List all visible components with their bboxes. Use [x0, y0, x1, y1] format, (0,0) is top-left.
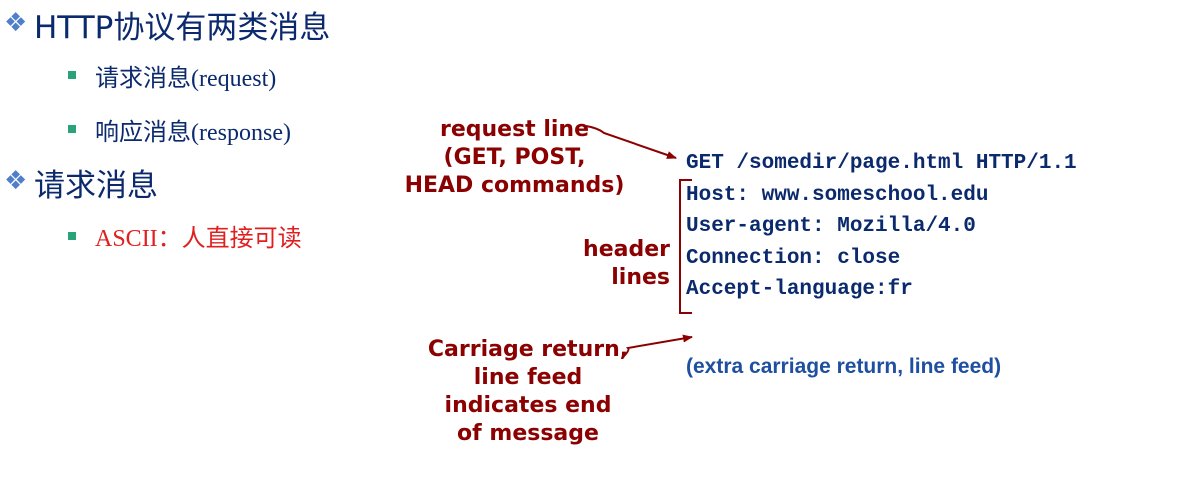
- annotation-request-line: request line (GET, POST, HEAD commands): [392, 116, 637, 200]
- item-request-message: 请求消息(request): [95, 66, 277, 92]
- header-line: Connection: close: [686, 246, 901, 270]
- heading-request-message: 请求消息: [34, 168, 158, 204]
- square-bullet-icon: [68, 232, 76, 240]
- extra-crlf-line: (extra carriage return, line feed): [686, 355, 1002, 378]
- annotation-line: lines: [611, 265, 670, 290]
- annotation-header-lines: header lines: [578, 236, 670, 292]
- request-line-arrow: [585, 125, 677, 159]
- header-line: Accept-language:fr: [686, 278, 913, 302]
- annotation-line: (GET, POST,: [443, 145, 586, 170]
- request-line: GET /somedir/page.html HTTP/1.1: [686, 152, 1077, 175]
- annotation-line: request line: [439, 117, 590, 142]
- annotation-line: header: [583, 237, 670, 262]
- square-bullet-icon: [68, 125, 76, 133]
- annotation-line: HEAD commands): [404, 173, 625, 198]
- annotation-carriage-return: Carriage return, line feed indicates end…: [412, 336, 644, 448]
- item-response-message: 响应消息(response): [95, 120, 291, 146]
- annotation-line: indicates end: [444, 393, 612, 418]
- diamond-icon: ❖: [4, 8, 28, 38]
- request-message-block: GET /somedir/page.html HTTP/1.1 Host: ww…: [686, 148, 1077, 306]
- annotation-line: of message: [457, 421, 599, 446]
- header-line: Host: www.someschool.edu: [686, 183, 989, 207]
- header-line: User-agent: Mozilla/4.0: [686, 215, 976, 239]
- crlf-arrow: [623, 334, 693, 357]
- item-ascii-readable: ASCII：人直接可读: [95, 226, 302, 252]
- annotation-line: line feed: [473, 365, 583, 390]
- annotation-line: Carriage return,: [427, 337, 629, 362]
- diamond-icon: ❖: [4, 166, 28, 196]
- heading-http-messages: HTTP协议有两类消息: [34, 10, 331, 46]
- header-lines-bracket: [679, 179, 692, 314]
- square-bullet-icon: [68, 71, 76, 79]
